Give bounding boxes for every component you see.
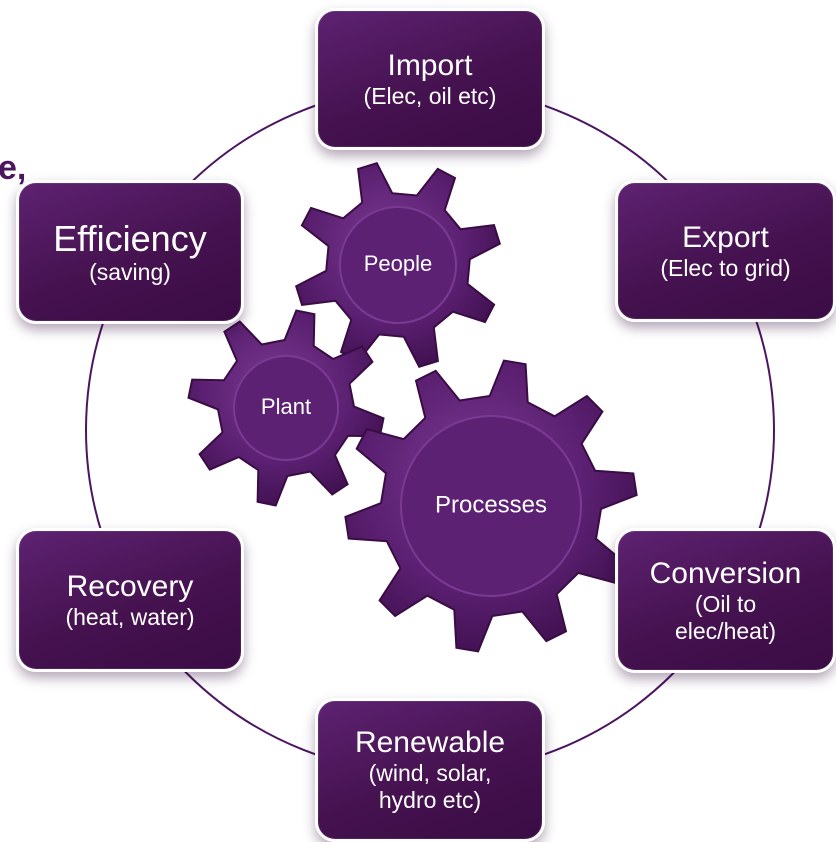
renewable-box: Renewable (wind, solar, hydro etc) [315, 698, 545, 842]
import-title: Import [387, 48, 473, 82]
conversion-subtitle-line1: (Oil to [694, 590, 757, 617]
gear-plant-hub [233, 355, 339, 461]
renewable-title: Renewable [354, 726, 506, 759]
export-title: Export [682, 220, 769, 254]
efficiency-title: Efficiency [53, 217, 207, 259]
renewable-subtitle-line1: (wind, solar, [368, 760, 492, 786]
gear-label-people: People [364, 251, 433, 276]
import-box: Import (Elec, oil etc) [315, 8, 545, 150]
export-box: Export (Elec to grid) [615, 180, 836, 322]
gear-processes [344, 359, 638, 653]
conversion-box: Conversion (Oil to elec/heat) [615, 528, 836, 673]
conversion-title: Conversion [649, 556, 802, 590]
gear-label-plant: Plant [261, 394, 311, 419]
recovery-subtitle: (heat, water) [65, 603, 195, 630]
efficiency-subtitle: (saving) [89, 258, 171, 285]
export-subtitle: (Elec to grid) [660, 254, 791, 281]
cutoff-text-fragment: e, [0, 149, 27, 187]
renewable-subtitle-line2: hydro etc) [378, 787, 482, 813]
gear-people-hub [339, 206, 457, 324]
conversion-subtitle-line2: elec/heat) [674, 617, 776, 644]
gear-label-processes: Processes [435, 491, 547, 518]
gear-processes-hub [400, 415, 582, 597]
recovery-title: Recovery [66, 569, 194, 603]
import-subtitle: (Elec, oil etc) [363, 82, 497, 109]
recovery-box: Recovery (heat, water) [16, 528, 244, 672]
gear-plant [187, 309, 385, 507]
gear-people [294, 161, 502, 369]
efficiency-box: Efficiency (saving) [16, 180, 244, 324]
